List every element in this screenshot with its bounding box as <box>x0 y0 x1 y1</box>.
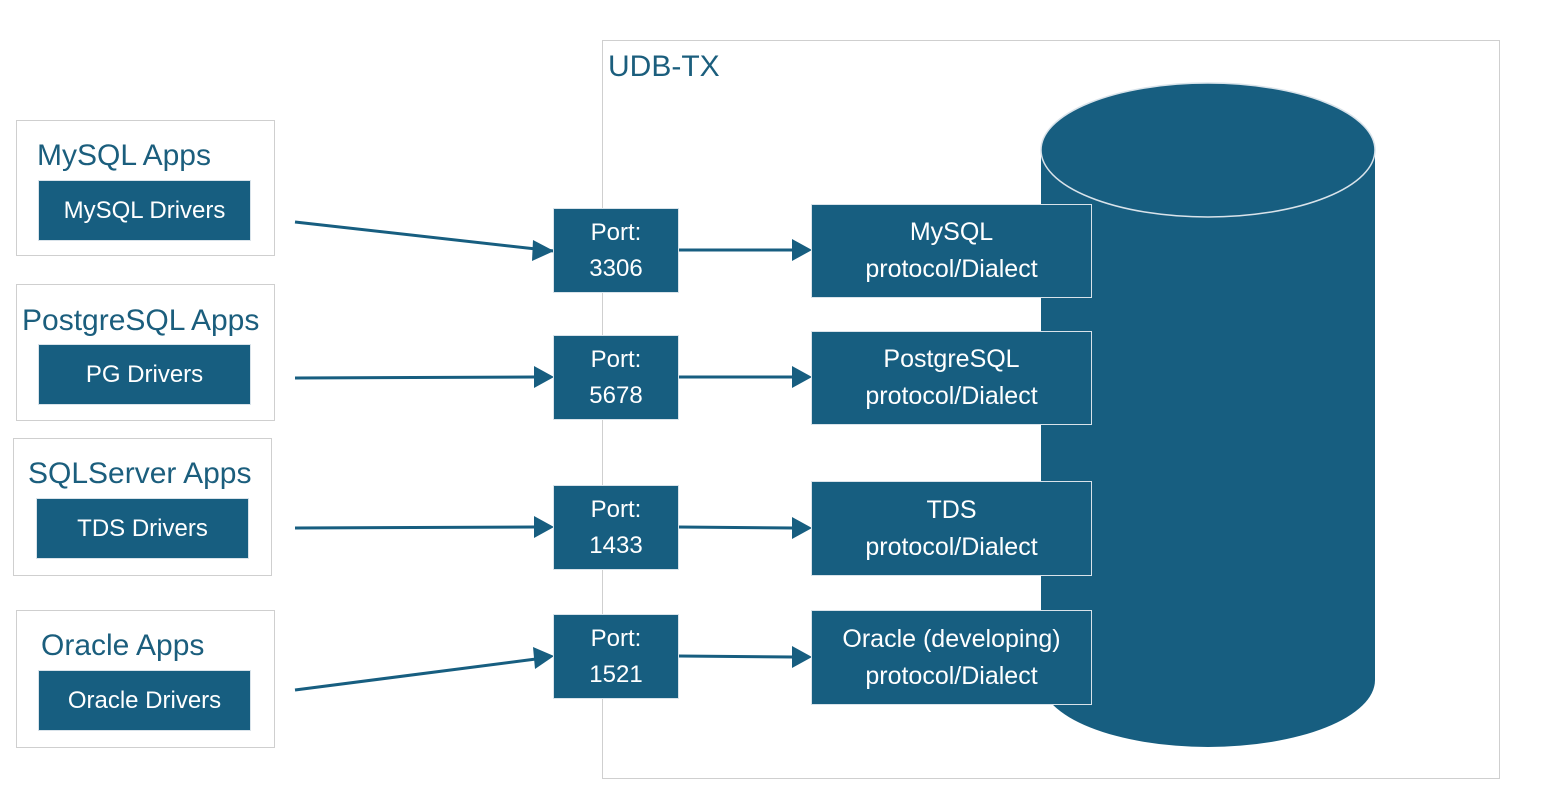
protocol-name-mysql: MySQL <box>909 218 994 246</box>
port-box-1521: Port: 1521 <box>553 614 679 699</box>
protocol-suffix: protocol/Dialect <box>865 532 1038 561</box>
arrowhead-oracle-app <box>533 647 554 669</box>
port-label: Port: <box>590 218 642 246</box>
driver-box-oracle: Oracle Drivers <box>38 670 251 731</box>
port-box-1433: Port: 1433 <box>553 485 679 570</box>
protocol-suffix: protocol/Dialect <box>865 255 1038 283</box>
arrowhead-port-3306 <box>792 239 812 261</box>
port-label: Port: <box>590 345 642 373</box>
arrowhead-sqlserver-app <box>534 516 554 538</box>
protocol-box-mysql: MySQL protocol/Dialect <box>811 204 1092 298</box>
arrow-port-1433-to-tds <box>677 525 794 530</box>
arrow-pg-app-to-port <box>294 375 536 380</box>
protocol-box-postgresql: PostgreSQL protocol/Dialect <box>811 331 1092 425</box>
app-group-postgresql: PostgreSQL Apps PG Drivers <box>16 284 275 421</box>
port-label: Port: <box>590 495 642 523</box>
port-box-5678: Port: 5678 <box>553 335 679 420</box>
udb-tx-label: UDB-TX <box>608 50 720 83</box>
app-title-oracle: Oracle Apps <box>41 629 205 662</box>
database-cylinder-icon <box>1040 82 1376 747</box>
arrow-oracle-app-to-port <box>294 657 537 692</box>
arrow-port-1521-to-oracle <box>677 654 794 659</box>
arrowhead-port-5678 <box>792 366 812 388</box>
driver-box-mysql: MySQL Drivers <box>38 180 251 241</box>
driver-box-pg: PG Drivers <box>38 344 251 405</box>
arrowhead-port-1433 <box>792 517 812 539</box>
app-group-sqlserver: SQLServer Apps TDS Drivers <box>13 438 272 576</box>
arrowhead-pg-app <box>534 366 554 388</box>
arrowhead-port-1521 <box>792 646 812 668</box>
driver-box-tds: TDS Drivers <box>36 498 249 559</box>
app-group-oracle: Oracle Apps Oracle Drivers <box>16 610 275 748</box>
app-group-mysql: MySQL Apps MySQL Drivers <box>16 120 275 256</box>
app-title-sqlserver: SQLServer Apps <box>28 457 252 490</box>
port-box-3306: Port: 3306 <box>553 208 679 293</box>
port-number-3306: 3306 <box>589 254 643 282</box>
protocol-name-oracle: Oracle (developing) <box>842 624 1061 653</box>
protocol-name-tds: TDS <box>926 495 977 524</box>
port-number-1433: 1433 <box>589 531 643 559</box>
protocol-box-oracle: Oracle (developing) protocol/Dialect <box>811 610 1092 705</box>
port-number-5678: 5678 <box>589 381 643 409</box>
app-title-mysql: MySQL Apps <box>37 139 211 172</box>
protocol-box-tds: TDS protocol/Dialect <box>811 481 1092 576</box>
arrow-mysql-app-to-port <box>294 220 555 253</box>
protocol-suffix: protocol/Dialect <box>865 661 1038 690</box>
port-number-1521: 1521 <box>589 660 643 688</box>
arrowhead-mysql-app <box>532 240 554 261</box>
arrow-sqlserver-app-to-port <box>294 525 536 530</box>
protocol-name-postgresql: PostgreSQL <box>883 345 1020 373</box>
app-title-postgresql: PostgreSQL Apps <box>22 304 260 337</box>
protocol-suffix: protocol/Dialect <box>865 382 1038 410</box>
port-label: Port: <box>590 624 642 652</box>
